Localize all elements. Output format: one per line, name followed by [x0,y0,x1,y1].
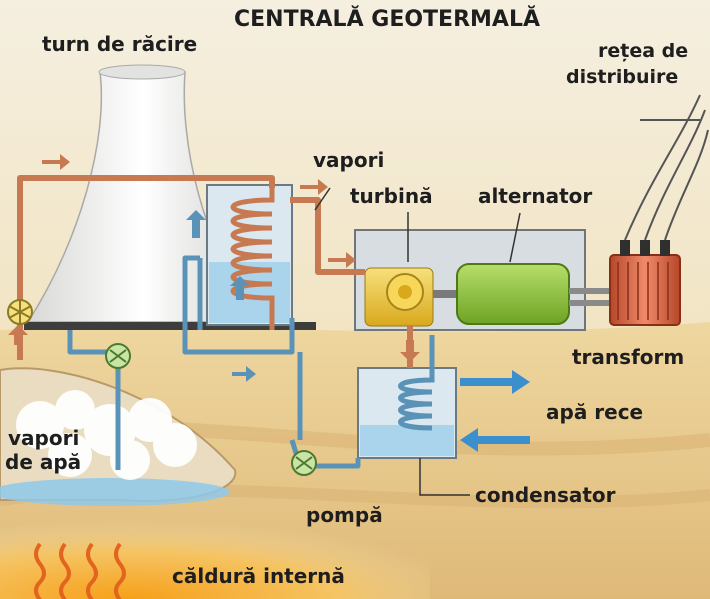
turbine-hub [398,285,412,299]
label-water-vapor-line1: vapori [8,426,80,450]
condenser-water [360,425,454,456]
label-cooling-tower: turn de răcire [42,32,198,56]
pump-icon [291,450,317,476]
cold-water-arrow-icon [460,370,530,452]
alternator [456,263,570,325]
tower-base [24,322,316,330]
label-turbine: turbină [350,184,433,208]
transformer-insulators [620,240,670,256]
pump-icon [105,343,131,369]
label-grid-line2: distribuire [566,66,679,88]
flow-arrow-icon [8,154,420,362]
flow-arrow-icon [186,210,256,382]
heat-zone [0,500,430,599]
turbine-shaft [433,290,457,298]
heat-exchanger-coil [230,188,275,330]
transformer-fins [617,262,669,320]
label-steam: vapori [313,148,385,172]
cooling-tower-top [98,64,186,80]
label-transformer: transform [572,345,685,369]
reservoir-water [0,478,230,506]
label-cold-water: apă rece [546,400,644,424]
diagram-title: CENTRALĂ GEOTERMALĂ [234,7,540,32]
power-lines [624,94,709,241]
leader-line [314,187,521,496]
condenser-coil [398,368,435,431]
water-pipe [67,255,435,470]
label-alternator: alternator [478,184,593,208]
heat-waves-icon [34,542,126,599]
label-internal-heat: căldură internă [172,564,345,588]
label-water-vapor-line2: de apă [5,450,82,474]
transformer [609,254,681,326]
label-condenser: condensator [475,483,616,507]
alternator-cable [569,288,609,294]
alternator-cable [569,300,609,306]
label-grid-line1: rețea de [598,40,689,62]
valve-icon [7,299,33,325]
label-pump: pompă [306,503,383,527]
